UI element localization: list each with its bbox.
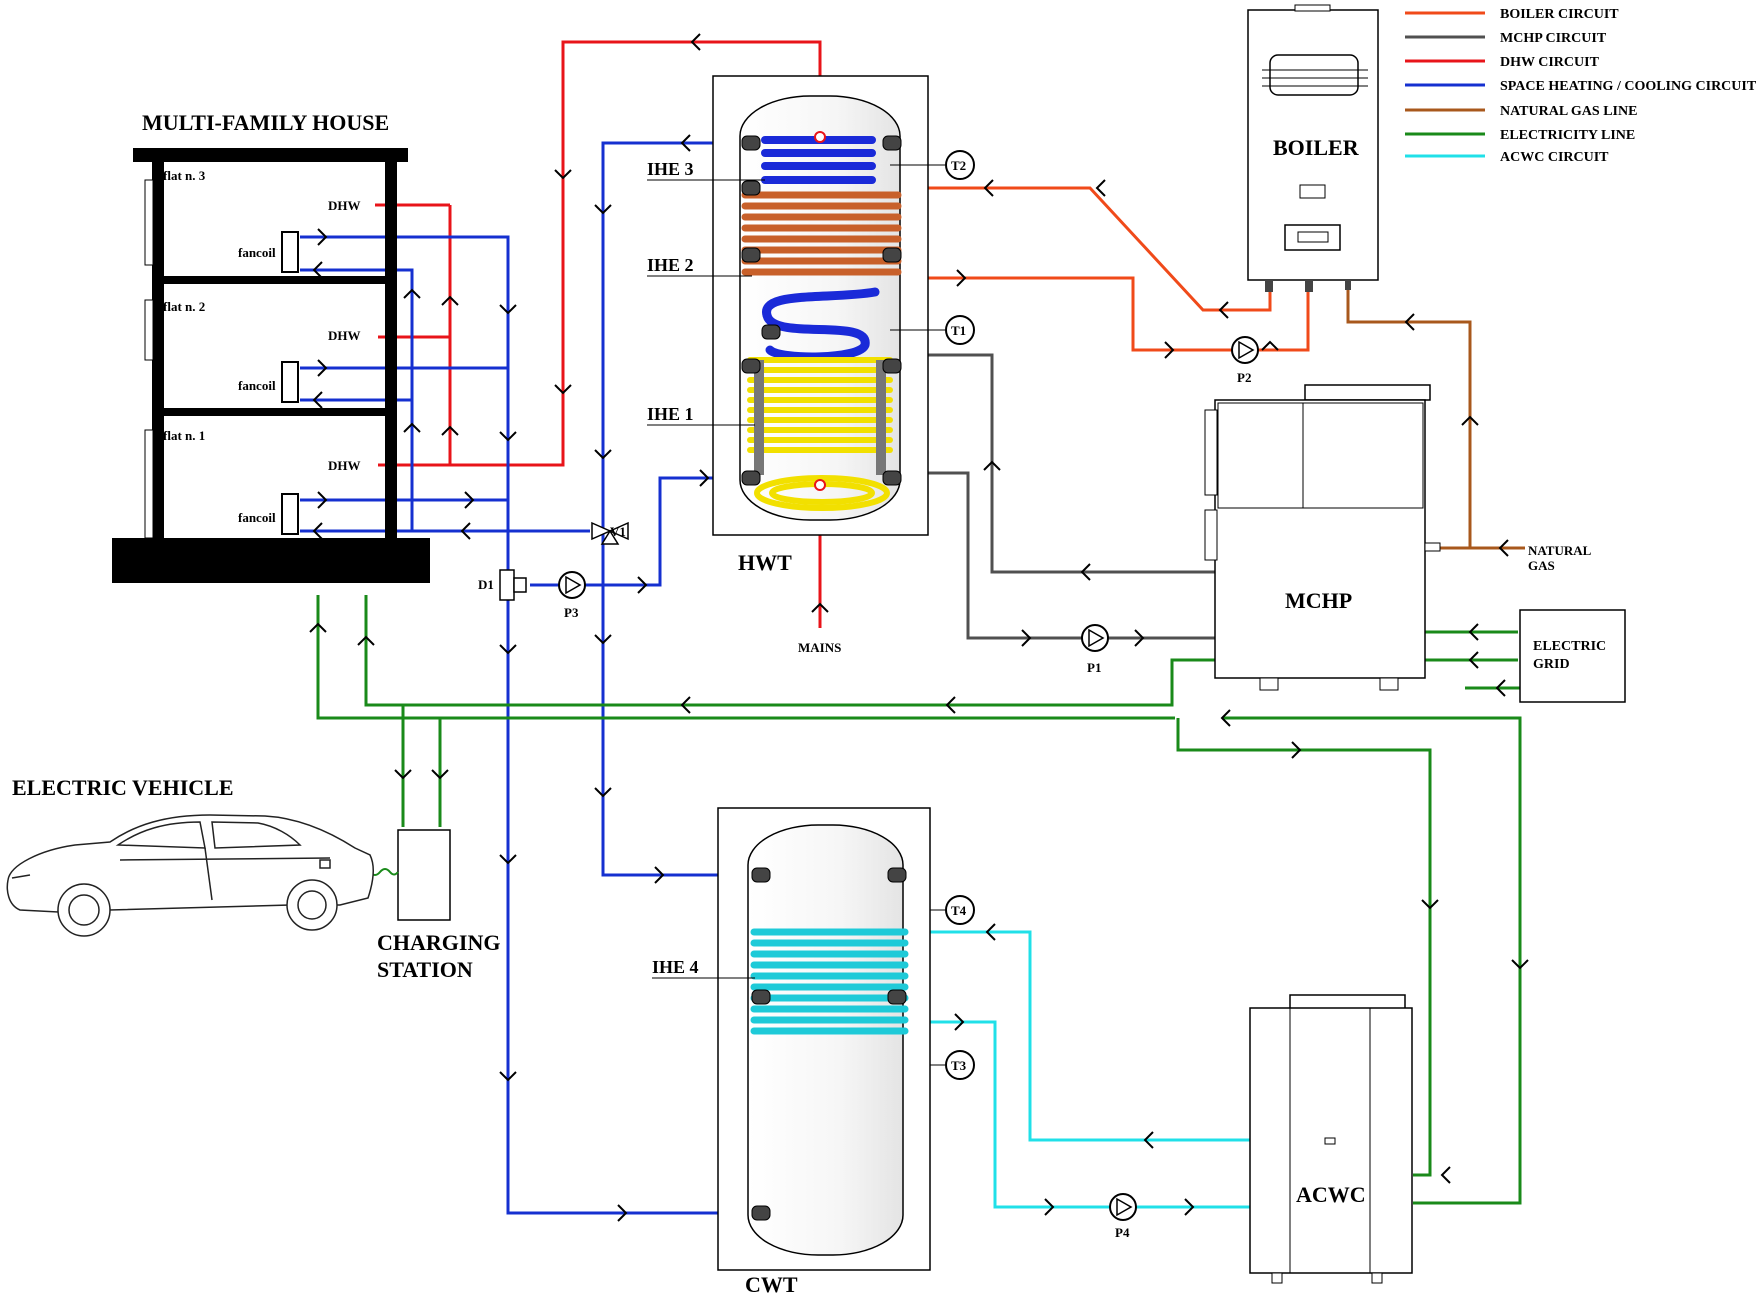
sensor-t3 (945, 1050, 975, 1080)
ihe1-label: IHE 1 (647, 404, 694, 424)
natural-gas-label-1: NATURAL (1528, 543, 1592, 558)
legend-space-heating-circuit: SPACE HEATING / COOLING CIRCUIT (1500, 79, 1757, 94)
hwt-label: HWT (738, 550, 792, 575)
ihe2-label: IHE 2 (647, 255, 694, 275)
pump-p1-label: P1 (1087, 660, 1101, 675)
fancoil-flat-2 (281, 361, 299, 403)
dhw-label-flat-2: DHW (328, 328, 361, 343)
electric-grid: ELECTRIC GRID (1519, 609, 1626, 703)
sensor-t4 (945, 895, 975, 925)
spiral-coil (762, 287, 880, 362)
legend: BOILER CIRCUIT MCHP CIRCUIT DHW CIRCUIT … (1405, 7, 1757, 165)
natural-gas-line (1346, 288, 1525, 550)
multi-family-house: MULTI-FAMILY HOUSE flat n. 3 flat n. 2 f… (112, 110, 430, 583)
sensor-t1-label: T1 (951, 323, 966, 338)
diverter-d1: D1 (478, 569, 527, 601)
legend-electricity-line: ELECTRICITY LINE (1500, 128, 1635, 143)
fancoil-label-flat-2: fancoil (238, 378, 276, 393)
flat-2-label: flat n. 2 (163, 299, 205, 314)
cwt-tank: CWT IHE 4 (652, 807, 931, 1294)
ihe4-coil (750, 928, 909, 1035)
natural-gas-label-2: GAS (1528, 558, 1555, 573)
sensor-t1 (945, 315, 975, 345)
temperature-sensors: T2 T1 T4 T3 (890, 150, 975, 1080)
boiler-label: BOILER (1273, 135, 1360, 160)
ihe2-coil (741, 191, 902, 276)
charging-station: CHARGING STATION (377, 829, 500, 982)
boiler-circuit (870, 186, 1310, 352)
electric-vehicle-icon (6, 814, 374, 937)
fancoil-flat-1 (281, 493, 299, 535)
legend-mchp-circuit: MCHP CIRCUIT (1500, 31, 1607, 46)
dhw-label-flat-1: DHW (328, 458, 361, 473)
sensor-t2-label: T2 (951, 158, 966, 173)
flat-1-label: flat n. 1 (163, 428, 205, 443)
mchp-unit: MCHP (1204, 384, 1441, 691)
fancoil-label-flat-1: fancoil (238, 510, 276, 525)
mchp-circuit (890, 353, 1215, 640)
sensor-t2 (945, 150, 975, 180)
sensor-t3-label: T3 (951, 1058, 967, 1073)
legend-dhw-circuit: DHW CIRCUIT (1500, 55, 1600, 70)
ihe4-label: IHE 4 (652, 957, 699, 977)
pump-p4-label: P4 (1115, 1225, 1130, 1240)
cwt-label: CWT (745, 1272, 798, 1294)
hwt-tank: HWT IHE 3 IHE 2 IHE 1 MAINS (647, 75, 929, 655)
pump-p2: P2 (1231, 336, 1259, 385)
ihe3-label: IHE 3 (647, 159, 694, 179)
boiler: BOILER (1247, 4, 1379, 292)
mchp-label: MCHP (1285, 588, 1352, 613)
dhw-label-flat-3: DHW (328, 198, 361, 213)
ihe1-coil (747, 357, 893, 511)
charging-station-label-2: STATION (377, 957, 473, 982)
flat-3-label: flat n. 3 (163, 168, 206, 183)
house-title: MULTI-FAMILY HOUSE (142, 110, 389, 135)
flow-arrows (309, 33, 1529, 1222)
charging-station-label-1: CHARGING (377, 930, 500, 955)
sensor-t4-label: T4 (951, 903, 967, 918)
valve-v1: V1 (591, 521, 629, 545)
pump-p3: P3 (558, 571, 586, 620)
legend-boiler-circuit: BOILER CIRCUIT (1500, 7, 1619, 22)
legend-acwc-circuit: ACWC CIRCUIT (1500, 150, 1609, 165)
electric-vehicle-label: ELECTRIC VEHICLE (12, 775, 234, 800)
legend-natural-gas-line: NATURAL GAS LINE (1500, 104, 1637, 119)
diverter-d1-label: D1 (478, 577, 494, 592)
mains-label: MAINS (798, 640, 841, 655)
valve-v1-label: V1 (610, 524, 626, 539)
electric-grid-label-2: GRID (1533, 657, 1570, 672)
pump-p3-label: P3 (564, 605, 579, 620)
electric-grid-label-1: ELECTRIC (1533, 639, 1606, 654)
fancoil-label-flat-3: fancoil (238, 245, 276, 260)
acwc-label: ACWC (1296, 1182, 1366, 1207)
fancoil-flat-3 (281, 231, 299, 273)
pump-p1: P1 (1081, 624, 1109, 675)
acwc-unit: ACWC (1249, 994, 1413, 1284)
pump-p2-label: P2 (1237, 370, 1251, 385)
pump-p4: P4 (1109, 1193, 1137, 1240)
